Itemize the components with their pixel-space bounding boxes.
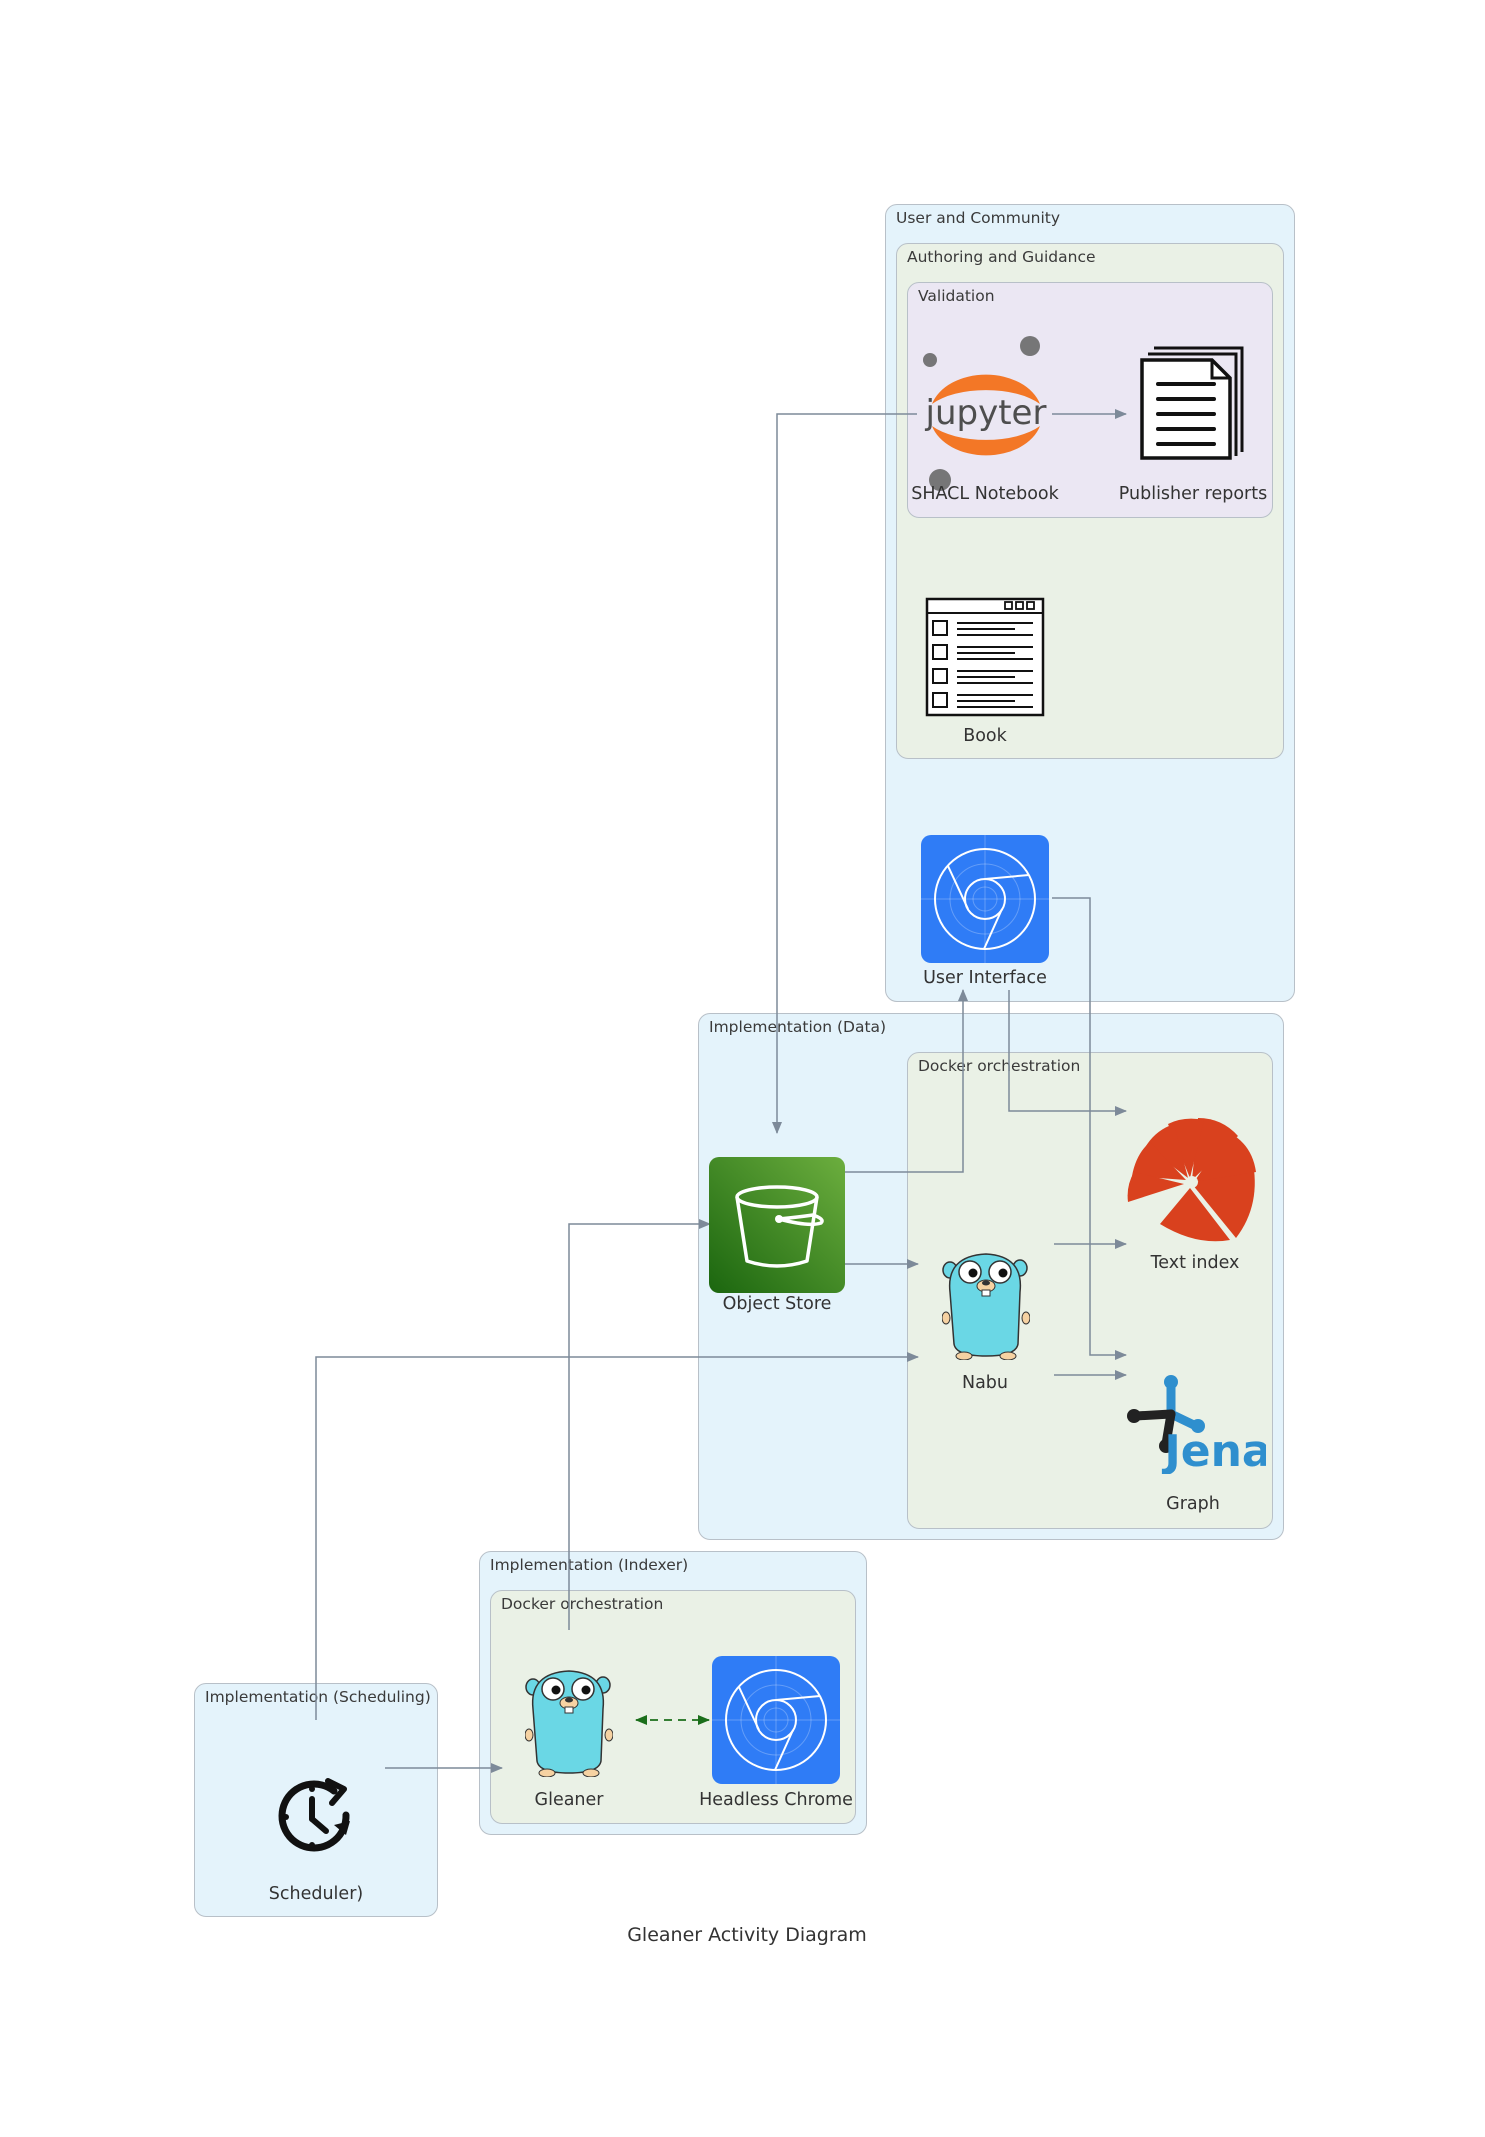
cluster-label: Validation xyxy=(918,287,995,305)
cluster-label: Docker orchestration xyxy=(501,1595,664,1613)
jena-logo-text: Jena xyxy=(1161,1426,1266,1474)
node-label-book: Book xyxy=(963,726,1007,746)
checklist-window-icon xyxy=(925,597,1045,717)
cluster-impl-scheduling: Implementation (Scheduling) xyxy=(194,1683,438,1917)
edge-ui-to-textindex xyxy=(1008,990,1127,1116)
cluster-label: User and Community xyxy=(896,209,1061,227)
diagram-title: Gleaner Activity Diagram xyxy=(627,1924,867,1946)
node-label-shacl: SHACL Notebook xyxy=(911,484,1059,504)
clock-refresh-icon xyxy=(278,1778,350,1852)
chrome-icon xyxy=(921,835,1049,963)
node-label-headless: Headless Chrome xyxy=(699,1790,853,1810)
node-label-textindex: Text index xyxy=(1150,1253,1240,1273)
solr-icon xyxy=(1127,1118,1256,1242)
node-label-reports: Publisher reports xyxy=(1118,484,1268,504)
jena-icon: Jena xyxy=(1127,1375,1266,1474)
node-label-objectstore: Object Store xyxy=(722,1294,832,1314)
edge-ui-to-graph xyxy=(1052,897,1127,1360)
node-label-nabu: Nabu xyxy=(961,1373,1009,1393)
chrome-icon xyxy=(712,1656,840,1784)
jupyter-icon: jupyter xyxy=(923,336,1047,491)
cluster-label: Docker orchestration xyxy=(918,1057,1081,1075)
jupyter-logo-text: jupyter xyxy=(925,393,1047,433)
cluster-label: Implementation (Data) xyxy=(709,1018,887,1036)
cluster-label: Authoring and Guidance xyxy=(907,248,1096,266)
edge-shacl-to-objectstore xyxy=(772,413,917,1134)
node-label-ui: User Interface xyxy=(923,968,1047,988)
edge-objectstore-to-ui xyxy=(845,989,968,1173)
edge-gleaner-to-objectstore xyxy=(568,1219,711,1630)
edge-scheduler-to-nabu xyxy=(315,1352,919,1720)
document-stack-icon xyxy=(1140,346,1244,460)
gopher-icon xyxy=(942,1253,1030,1360)
gopher-icon xyxy=(525,1670,613,1777)
cluster-label: Implementation (Indexer) xyxy=(490,1556,689,1574)
cluster-label: Implementation (Scheduling) xyxy=(205,1688,431,1706)
node-label-scheduler: Scheduler) xyxy=(268,1884,364,1904)
node-label-graph: Graph xyxy=(1166,1494,1220,1514)
node-label-gleaner: Gleaner xyxy=(534,1790,604,1810)
bucket-icon xyxy=(709,1157,845,1293)
